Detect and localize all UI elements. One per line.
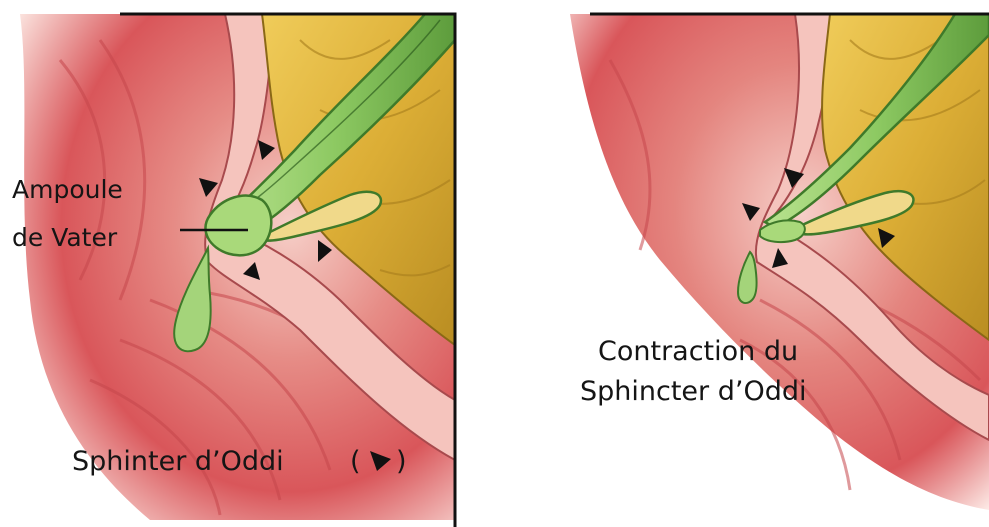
legend-open-paren: ( [350,446,361,477]
label-ampoule-line2: de Vater [12,223,118,252]
label-contraction-line1: Contraction du [598,336,798,367]
legend-close-paren: ) [396,446,407,477]
label-ampoule-line1: Ampoule [12,175,123,204]
right-panel: Contraction du Sphincter d’Oddi [570,14,989,510]
label-contraction-line2: Sphincter d’Oddi [580,376,806,407]
left-panel: Ampoule de Vater Sphinter d’Oddi ( ) [0,0,455,527]
label-sphincter: Sphinter d’Oddi [72,446,284,477]
